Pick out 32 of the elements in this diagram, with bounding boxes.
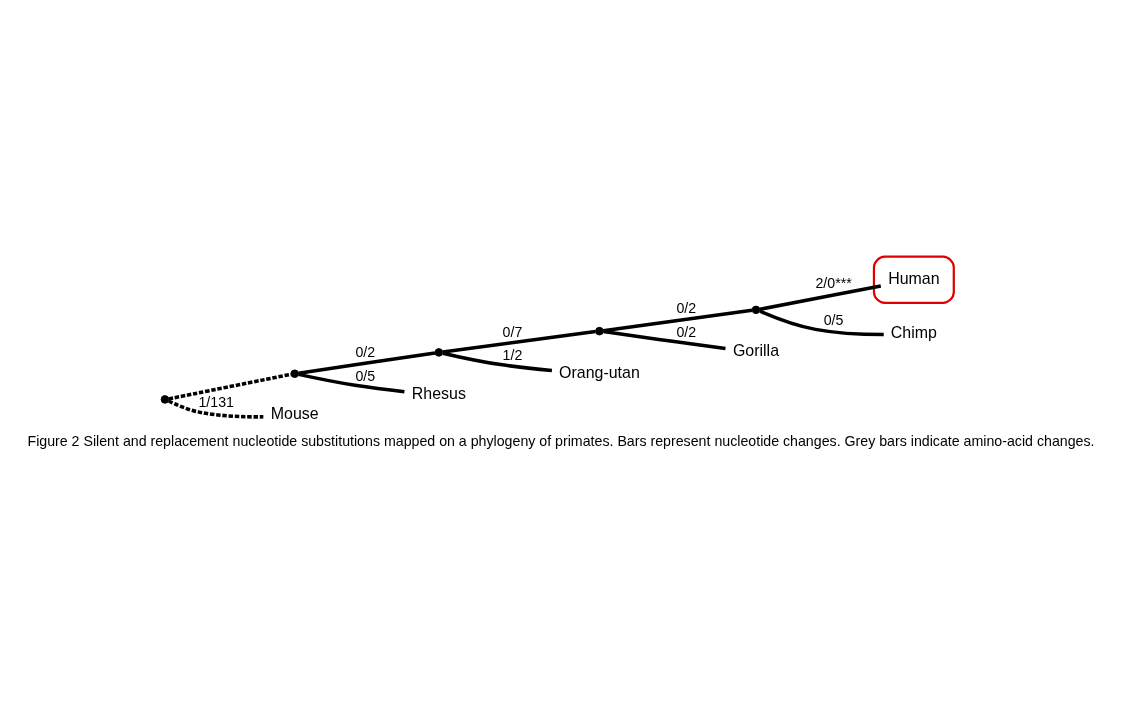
edge-label: 1/131: [198, 393, 234, 410]
edge-label: 0/2: [676, 323, 697, 340]
node-text: Orang-utan: [559, 363, 640, 381]
edge-label: 0/5: [355, 367, 376, 384]
connector: [298, 372, 405, 393]
edge-label: 0/2: [676, 299, 697, 316]
node-text: Rhesus: [411, 384, 466, 402]
node-text: Gorilla: [732, 341, 780, 359]
connector: [442, 329, 596, 354]
edge-label: 2/0***: [815, 274, 852, 291]
node-text: Mouse: [270, 404, 319, 422]
connector: [298, 350, 436, 375]
connector: [759, 309, 884, 336]
connector: [167, 398, 264, 419]
node-text: Human: [888, 269, 940, 287]
node-point: [751, 305, 761, 314]
node-text: Chimp: [890, 323, 937, 341]
connector: [759, 283, 882, 311]
node-point: [434, 347, 444, 357]
caption: Figure 2 Silent and replacement nucleotide substitutions mapped on a phylogeny of primates. Bars represent nucleotide changes. Grey bars indicate amino-acid changes.: [27, 432, 1095, 449]
edge-label: 0/2: [355, 343, 376, 360]
edge-label: 0/7: [502, 323, 523, 340]
node-point: [160, 394, 170, 404]
connector: [603, 308, 753, 332]
edge-label: 0/5: [823, 311, 844, 328]
cluster: [872, 255, 955, 304]
node-point: [290, 368, 299, 378]
node-point: [595, 326, 604, 335]
connector: [168, 372, 292, 401]
edge-label: 1/2: [502, 346, 523, 363]
connector: [603, 329, 726, 350]
connector: [442, 350, 553, 372]
